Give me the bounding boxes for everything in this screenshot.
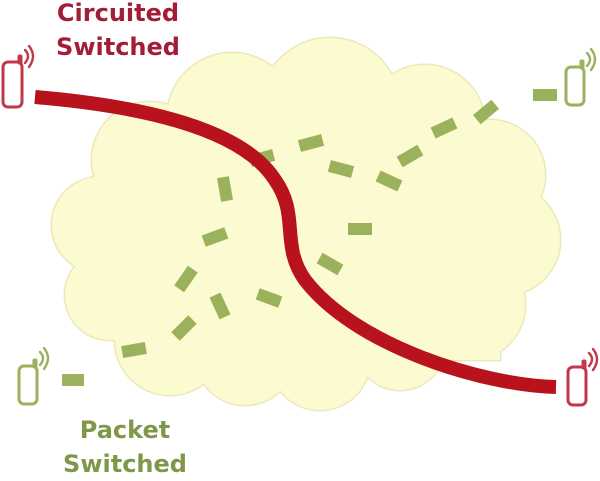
packet-segment [255,288,283,308]
mobile-phone-icon [17,346,50,406]
signal-waves-icon [38,346,50,371]
packet-segment [171,315,197,341]
packet-switched-label-line2: Switched [63,450,187,478]
circuit-switched-label-line1: Circuited [56,0,180,27]
packet-segment [348,223,372,235]
signal-waves-icon [587,347,599,372]
packet-segment [533,89,557,101]
packet-segment [396,144,424,168]
packet-segment [375,170,403,192]
packet-switched-label: Packet Switched [40,413,210,481]
circuit-switched-label-line2: Switched [56,33,180,61]
packet-segment [217,176,233,202]
network-cloud [50,36,562,412]
packet-segment [121,342,147,358]
circuit-switched-label: Circuited Switched [30,0,206,64]
packet-segment [62,374,84,386]
mobile-phone-icon [564,47,597,107]
circuit-switched-path [34,90,557,394]
packet-switched-label-line1: Packet [79,416,171,444]
signal-waves-icon [23,44,35,69]
mobile-phone-icon [1,44,35,109]
packet-segment [201,227,229,247]
packet-segment [174,265,198,293]
signal-waves-icon [585,47,597,72]
packet-segment [316,252,344,276]
packet-segment [430,117,458,139]
mobile-phone-icon [566,347,599,407]
packet-segment [472,99,500,125]
packet-segment [209,292,231,320]
